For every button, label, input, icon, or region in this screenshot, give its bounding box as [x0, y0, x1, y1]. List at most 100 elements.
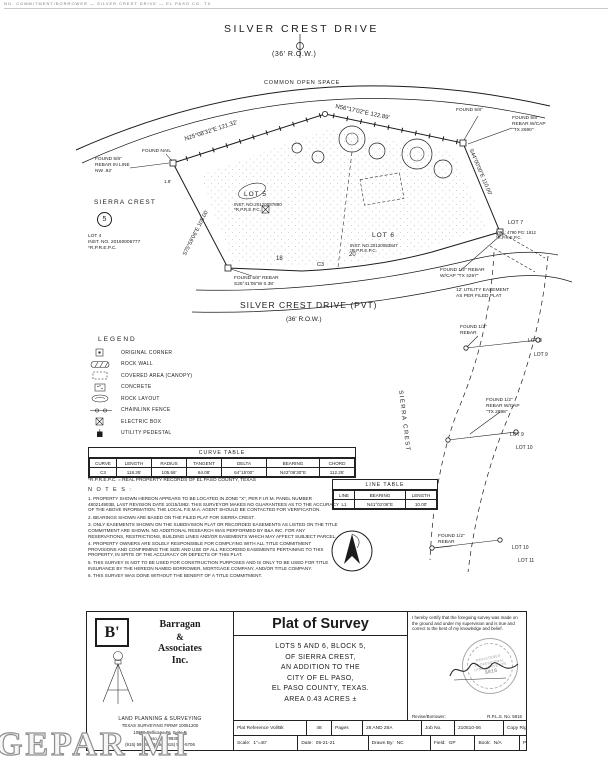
company-line-4: El Paso, TX 79935: [141, 735, 179, 741]
plat-drawing: [75, 34, 573, 573]
description-line: AN ADDITION TO THE: [280, 664, 361, 671]
rock-wall-icon: [88, 360, 114, 369]
legend-item: ELECTRIC BOX: [88, 416, 192, 428]
found-rebar-4297-label: FOUND 1/2" REBAR W/CAP "TX 4297": [440, 268, 485, 279]
company-line-2: TEXAS SURVEYING FIRM# 10051200: [121, 723, 199, 729]
legend-item-label: ORIGINAL CORNER: [121, 349, 173, 356]
found-rebar-b-label: FOUND 1/2" REBAR W/CAP "TX 2898": [486, 398, 520, 415]
legend-item-label: ROCK LAYOUT: [121, 395, 160, 402]
lot5-title: LOT 5: [244, 191, 267, 198]
surveyor-tripod-icon: [102, 651, 134, 704]
document-title: Plat of Survey: [234, 612, 407, 636]
note-item: 5. THIS SURVEY IS NOT TO BE USED FOR CON…: [88, 559, 329, 571]
legend-item-label: ROCK WALL: [121, 361, 153, 368]
revise-borrower-label: Revise/Borrower:: [412, 714, 446, 719]
legend: LEGEND ORIGINAL CORNER ROCK WALL COVERED…: [88, 336, 192, 439]
curve-table-title: CURVE TABLE: [89, 448, 355, 458]
curve-table-header: DELTA: [221, 458, 267, 468]
plat-reference-label: Plat Reference Vol/Bk: [234, 721, 307, 735]
lot10-upper-label: LOT 10: [516, 445, 533, 451]
found-rebar-a-label: FOUND 1/2" REBAR: [460, 325, 487, 336]
legend-item: CHAINLINK FENCE: [88, 405, 192, 417]
drawn-by-value: NC: [396, 740, 404, 746]
curve-table-cell: 112.25': [319, 467, 355, 477]
curve-table-header: TANGENT: [186, 458, 222, 468]
curve-table-cell: 64.08': [186, 467, 222, 477]
line-table-header: BEARING: [354, 490, 406, 500]
lot6-title: LOT 6: [372, 232, 395, 239]
records-abbreviation-note: *R.P.R.E.P.C. = REAL PROPERTY RECORDS OF…: [88, 478, 256, 483]
pages-label: Pages: [332, 721, 363, 735]
rpls-number: R.P.L.S. No. 5815: [487, 714, 522, 719]
note-item: 2. BEARINGS SHOWN ARE BASED ON THE FILED…: [88, 514, 255, 520]
company-name-3: Associates: [158, 642, 202, 654]
legend-item: UTILITY PEDESTAL: [88, 428, 192, 440]
line-table-header: LENGTH: [405, 490, 437, 500]
utility-easement-label: 12' UTILITY EASEMENT AS PER FILED PLAT: [456, 288, 510, 299]
lot8-label: LOT 8: [528, 338, 542, 344]
lot6-instrument: INST. NO.20120083847 *R.P.R.E.P.C.: [350, 243, 398, 254]
book-label: Book:: [478, 740, 491, 746]
job-number-label: Job No.: [422, 721, 455, 735]
note-item: 4. PROPERTY OWNERS ARE SOLELY RESPONSIBL…: [88, 541, 324, 558]
subdivision-name-label: SIERRA CREST: [94, 199, 157, 206]
street-top-row: (36' R.O.W.): [272, 51, 317, 58]
covered-area-icon: [88, 371, 114, 380]
note-item: 3. ONLY EASEMENTS SHOWN ON THE SUBDIVISI…: [88, 522, 338, 539]
street-top-edges: [75, 34, 551, 164]
plat-reference-row: Plat Reference Vol/Bk 48 Pages 28 AND 28…: [234, 720, 526, 735]
found-nail-label: FOUND NAIL: [142, 149, 172, 154]
scale-field: Scale: 1"=40': [234, 736, 299, 750]
monument-ne-corner: [459, 139, 467, 147]
curve-table: CURVE TABLE CURVE LENGTH RADIUS TANGENT …: [88, 447, 356, 478]
page-field: Page: N/A: [520, 736, 526, 750]
rock-layout-icon: [88, 394, 114, 403]
company-line-3: 10850 Pellicano Dr. Suite E: [133, 729, 187, 735]
line-table-cell: N41°01'06"E: [354, 499, 406, 509]
book-field: Book: N/A: [475, 736, 520, 750]
electric-box-icon: [88, 417, 114, 426]
field-crew-field: Field: GP: [431, 736, 476, 750]
found-rebar-sw-label: FOUND 5/8" REBAR S25°41'05"W 0.38': [234, 276, 279, 287]
legend-item-label: CONCRETE: [121, 384, 152, 391]
concrete-icon: [88, 383, 114, 392]
electric-box-symbol: [261, 205, 270, 214]
curve-table-header: CHORD: [319, 458, 355, 468]
description-line: LOTS 5 AND 6, BLOCK 5,: [275, 643, 366, 650]
pages-value: 28 AND 28A: [363, 721, 422, 735]
lot5-instrument: INST. NO.20120087890 *R.P.R.E.P.C.: [234, 202, 282, 213]
lot9-upper-label: LOT 9: [534, 352, 548, 358]
date-field: Date: 05-21-21: [298, 736, 369, 750]
signature: [449, 662, 519, 681]
street-pvt-edges: [191, 231, 573, 313]
curve-table-row: C3 118.35' 105.58' 64.08' 64°15'00" N43°…: [89, 467, 355, 477]
legend-item: CONCRETE: [88, 382, 192, 394]
scan-header-strip: NO. COMMITMENT/BORROWER — SILVER CREST D…: [4, 0, 608, 9]
legend-item-label: CHAINLINK FENCE: [121, 407, 171, 414]
company-logo: B': [95, 618, 129, 647]
block-number-bubble: 5: [97, 212, 112, 227]
company-line-5: (915) 591-5703 Fax (915) 591-5706: [125, 741, 195, 747]
description-line: OF SIERRA CREST,: [285, 653, 356, 661]
drawn-by-field: Drawn By: NC: [369, 736, 431, 750]
legend-item: ROCK LAYOUT: [88, 393, 192, 405]
line-table-row: L1 N41°01'06"E 10.00': [333, 499, 437, 509]
found-rebar-top-label: FOUND 5/8": [456, 108, 483, 113]
date-label: Date:: [301, 740, 313, 746]
north-arrow-icon: [331, 530, 373, 572]
company-panel: B' Barragan & Associates Inc. LAND PLANN…: [87, 612, 234, 750]
legend-item: COVERED AREA (CANOPY): [88, 370, 192, 382]
found-rebar-c-label: FOUND 1/2" REBAR: [438, 534, 465, 545]
title-block: B' Barragan & Associates Inc. LAND PLANN…: [86, 611, 527, 751]
curve-table-cell: 105.58': [151, 467, 187, 477]
curve-table-header: BEARING: [266, 458, 320, 468]
legend-item-label: ELECTRIC BOX: [121, 418, 162, 425]
lot4-label: LOT 4 INST. NO. 20160006777 *R.P.R.E.P.C…: [88, 234, 141, 251]
monument-found-nail: [169, 159, 177, 167]
legend-item-label: COVERED AREA (CANOPY): [121, 372, 193, 379]
field-value: GP: [448, 740, 456, 746]
block-number: 5: [102, 216, 107, 223]
notes-title: N O T E S :: [88, 487, 133, 493]
company-name-2: &: [176, 631, 184, 642]
page-label: Page:: [523, 740, 526, 746]
